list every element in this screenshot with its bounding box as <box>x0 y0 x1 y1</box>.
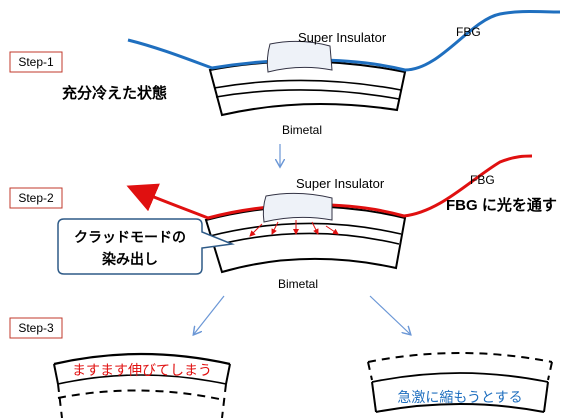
step2-label-box: Step-2 <box>9 187 63 209</box>
callout-line1: クラッドモードの <box>74 229 186 245</box>
step1-fiber <box>127 10 561 72</box>
step1-super-insulator <box>266 40 333 73</box>
step1-insulator-label: Super Insulator <box>298 30 387 45</box>
leak-arrows <box>249 220 339 237</box>
step1-fbg-label: FBG <box>456 25 481 39</box>
step3-label: Step-3 <box>18 321 54 335</box>
step1-bimetal <box>208 60 407 117</box>
step1-label: Step-1 <box>18 55 54 69</box>
step3-right-text: 急激に縮もうとする <box>397 389 522 405</box>
step2-insulator-label: Super Insulator <box>296 176 385 191</box>
step2-super-insulator <box>262 192 333 223</box>
step1-label-box: Step-1 <box>9 51 63 73</box>
step2-fiber <box>126 154 533 220</box>
step3-left-strip: ますます伸びてしまう <box>53 352 231 418</box>
callout-line2: 染み出し <box>102 251 158 267</box>
step1-state-text: 充分冷えた状態 <box>62 84 167 102</box>
step2-fbg-label: FBG <box>470 173 495 187</box>
step3-left-text: ますます伸びてしまう <box>72 362 212 378</box>
step3-label-box: Step-3 <box>9 317 63 339</box>
cladding-mode-callout: クラッドモードの 染み出し <box>57 218 235 275</box>
step2-bimetal-label: Bimetal <box>278 277 318 291</box>
step1-bimetal-label: Bimetal <box>282 123 322 137</box>
down-arrow-left <box>194 295 225 334</box>
down-arrow-right <box>369 295 410 334</box>
step2-label: Step-2 <box>18 191 54 205</box>
step2-action-text: FBG に光を通す <box>446 196 557 214</box>
step3-right-strip: 急激に縮もうとする <box>367 352 553 413</box>
